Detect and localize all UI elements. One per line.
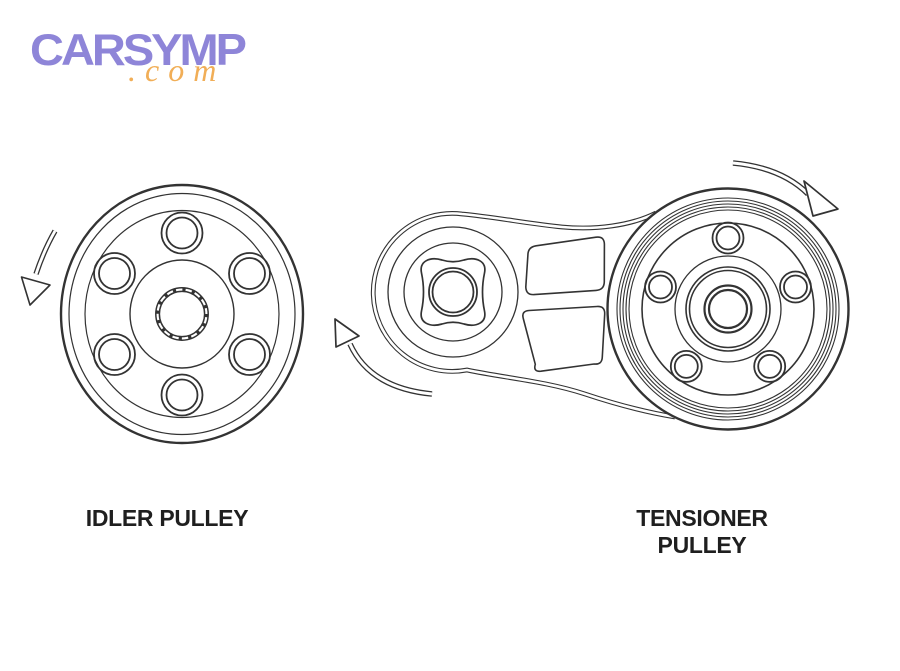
bolt-hole	[669, 349, 703, 383]
tensioner-assembly-illustration	[334, 160, 850, 431]
bolt-hole	[93, 333, 136, 376]
tensioner-arm-outline-inner	[371, 211, 676, 419]
idler-face-ring	[84, 209, 280, 419]
tensioner-arm-lower-window	[522, 305, 606, 373]
bolt-hole	[160, 373, 204, 417]
belt-rib	[625, 206, 831, 412]
idler-bolt-holes	[93, 211, 271, 417]
main-pulley-hub	[674, 255, 782, 363]
logo: CARSYMP .com	[30, 22, 330, 92]
idler-hub-ring	[129, 259, 235, 369]
bolt-hole	[711, 221, 745, 255]
tensioner-arm-arrow-icon	[334, 318, 433, 397]
pivot-cam-plate	[420, 258, 486, 326]
pivot-bore-inner	[431, 270, 475, 314]
idler-rim-outer	[59, 183, 305, 445]
tensioner-pivot-pulley	[387, 226, 519, 358]
logo-brand-text: CARSYMP	[30, 24, 247, 75]
idler-pulley-illustration	[20, 183, 305, 445]
bolt-hole	[228, 252, 271, 295]
logo-tld-text: .com	[128, 52, 226, 88]
pivot-bore-outer	[428, 267, 478, 317]
belt-rib	[622, 203, 834, 415]
tensioner-main-pulley	[606, 187, 850, 431]
tensioner-rotation-arrow-icon	[732, 160, 839, 217]
bolt-hole	[228, 333, 271, 376]
bolt-hole	[753, 349, 787, 383]
bolt-hole	[93, 252, 136, 295]
main-pulley-bolt-holes	[644, 221, 812, 383]
bolt-hole	[644, 270, 677, 304]
belt-rib	[616, 197, 840, 421]
idler-rotation-arrow-icon	[20, 229, 58, 306]
idler-pulley-label: IDLER PULLEY	[85, 505, 249, 531]
tensioner-arm-upper-window	[524, 236, 606, 296]
belt-rib	[628, 209, 828, 409]
idler-rim-inner	[68, 192, 296, 436]
belt-rib	[619, 200, 837, 418]
idler-splined-bore	[155, 287, 209, 341]
pivot-ring-outer	[387, 226, 519, 358]
bolt-hole	[779, 270, 812, 304]
pivot-ring-inner	[403, 242, 503, 342]
bolt-hole	[160, 211, 204, 255]
tensioner-pulley-label: TENSIONER PULLEY	[636, 505, 768, 558]
